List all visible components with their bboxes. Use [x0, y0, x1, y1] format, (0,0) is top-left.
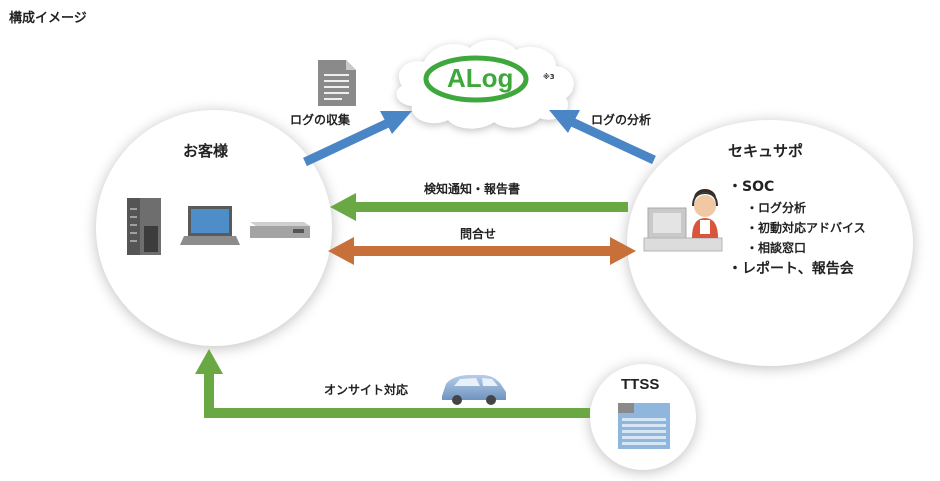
- service-soc-log-analysis: ・ログ分析: [746, 201, 807, 215]
- ttss-title: TTSS: [621, 376, 660, 393]
- inquiry-label: 問合せ: [460, 227, 497, 241]
- car-icon: [442, 375, 506, 405]
- building-icon: [618, 403, 670, 449]
- notification-arrow: [330, 193, 628, 221]
- alog-logo-text: ALog: [447, 63, 514, 93]
- alog-footnote: ※3: [543, 73, 555, 81]
- log-analysis-label: ログの分析: [591, 113, 652, 127]
- service-soc: ・SOC: [728, 179, 775, 195]
- laptop-icon: [180, 206, 240, 245]
- operator-icon: [643, 189, 723, 252]
- log-collection-arrow: [303, 111, 412, 167]
- network-appliance-icon: [250, 222, 310, 238]
- customer-title: お客様: [183, 142, 229, 160]
- provider-title: セキュサポ: [728, 142, 804, 160]
- service-soc-consultation: ・相談窓口: [746, 241, 807, 255]
- onsite-arrow: [195, 349, 590, 418]
- log-analysis-arrow: [549, 110, 656, 165]
- server-tower-icon: [127, 198, 161, 255]
- service-soc-initial-response: ・初動対応アドバイス: [746, 221, 866, 235]
- service-list: ・SOC ・ログ分析 ・初動対応アドバイス ・相談窓口 ・レポート、報告会: [728, 176, 866, 280]
- notification-label: 検知通知・報告書: [424, 182, 521, 196]
- inquiry-arrow: [328, 237, 636, 265]
- alog-logo-ring: [423, 55, 529, 103]
- service-report: ・レポート、報告会: [728, 261, 854, 277]
- document-icon: [318, 60, 356, 106]
- log-collection-label: ログの収集: [290, 113, 351, 127]
- page-title: 構成イメージ: [9, 11, 87, 26]
- onsite-label: オンサイト対応: [324, 383, 409, 397]
